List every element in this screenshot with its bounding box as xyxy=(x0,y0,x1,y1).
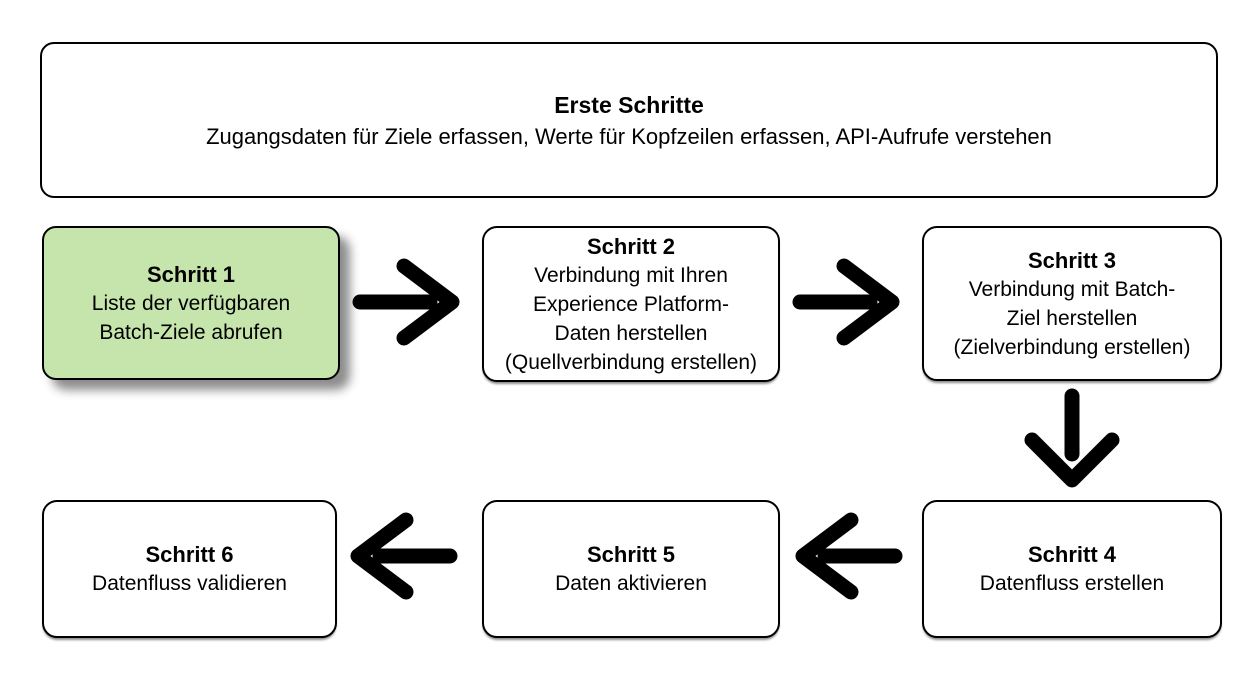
step-box-5: Schritt 5 Daten aktivieren xyxy=(482,500,780,638)
step-body-line: (Zielverbindung erstellen) xyxy=(953,335,1191,359)
step-body-line: Datenfluss erstellen xyxy=(979,572,1165,595)
step-title: Schritt 1 xyxy=(146,261,236,287)
step-body-line: Batch-Ziele abrufen xyxy=(99,320,283,344)
step-body-line: Ziel herstellen xyxy=(1006,306,1138,330)
step-body-line: (Quellverbindung erstellen) xyxy=(504,350,758,374)
step-body-line: Datenfluss validieren xyxy=(92,572,287,595)
step-body-line: Daten herstellen xyxy=(554,321,708,345)
step-body-line: Daten aktivieren xyxy=(555,572,707,595)
step-box-6: Schritt 6 Datenfluss validieren xyxy=(42,500,337,638)
step-box-4: Schritt 4 Datenfluss erstellen xyxy=(922,500,1222,638)
arrow-right-icon-step2-step3 xyxy=(792,258,900,346)
header-box: Erste Schritte Zugangsdaten für Ziele er… xyxy=(40,42,1218,198)
step-body-line: Verbindung mit Batch- xyxy=(968,277,1176,301)
step-body-line: Liste der verfügbaren xyxy=(91,291,291,315)
step-body-line: Verbindung mit Ihren xyxy=(534,263,728,287)
arrow-down-icon-step3-step4 xyxy=(1022,388,1122,490)
step-box-2: Schritt 2 Verbindung mit Ihren Experienc… xyxy=(482,226,780,382)
header-subtitle: Zugangsdaten für Ziele erfassen, Werte f… xyxy=(206,124,1052,149)
step-title: Schritt 4 xyxy=(1027,542,1117,567)
step-title: Schritt 3 xyxy=(1027,247,1117,273)
arrow-right-icon-step1-step2 xyxy=(352,258,460,346)
step-title: Schritt 6 xyxy=(145,542,234,567)
arrow-left-icon-step4-step5 xyxy=(795,512,903,600)
step-box-3: Schritt 3 Verbindung mit Batch- Ziel her… xyxy=(922,226,1222,381)
header-title: Erste Schritte xyxy=(554,92,704,118)
arrow-left-icon-step5-step6 xyxy=(350,512,458,600)
step-box-1: Schritt 1 Liste der verfügbaren Batch-Zi… xyxy=(42,226,340,380)
step-body-line: Experience Platform- xyxy=(532,292,730,316)
step-title: Schritt 5 xyxy=(586,542,676,567)
step-title: Schritt 2 xyxy=(586,233,676,259)
